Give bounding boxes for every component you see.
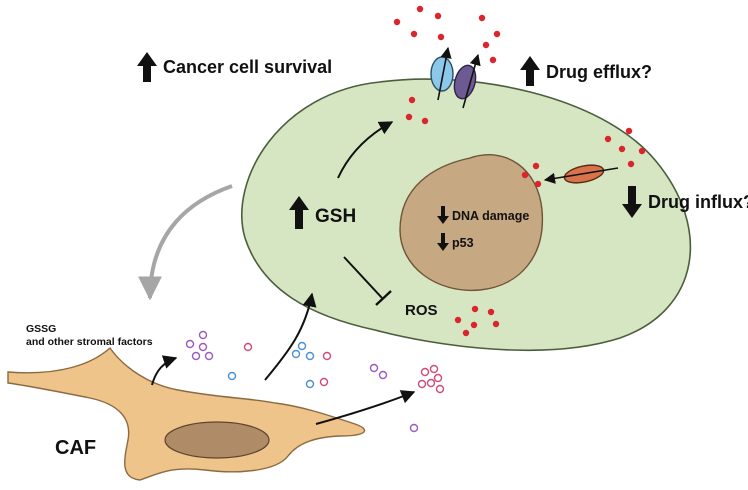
down-arrow-icon	[437, 233, 449, 251]
gssg-dots	[185, 330, 253, 381]
efflux-pump-icon	[430, 46, 481, 109]
gsh-inhibits-ros-line	[343, 256, 383, 299]
up-arrow-icon	[289, 196, 309, 229]
drug-dots	[393, 5, 646, 337]
p53-label: p53	[452, 236, 474, 250]
stromal-factors-label: and other stromal factors	[26, 336, 153, 348]
dna-damage-label: DNA damage	[452, 209, 530, 223]
ros-label: ROS	[405, 302, 438, 319]
gsh-label: GSH	[315, 206, 357, 227]
caf-to-gssg-arrow	[151, 355, 178, 386]
gssg-label: GSSG	[26, 323, 57, 335]
caf-label: CAF	[55, 437, 97, 459]
caf-cell	[7, 346, 366, 481]
caf-nucleus	[164, 421, 270, 459]
drug-efflux-label: Drug efflux?	[546, 62, 652, 82]
caf-to-factors-arrow	[315, 390, 416, 425]
stromal-factor-dots	[291, 341, 445, 433]
drug-influx-label: Drug influx?	[648, 192, 748, 212]
down-arrow-icon	[437, 206, 449, 224]
nucleus	[399, 154, 544, 292]
cancer-cell-survival-label: Cancer cell survival	[163, 57, 333, 77]
down-arrow-icon	[622, 186, 642, 218]
up-arrow-icon	[520, 56, 540, 86]
up-arrow-icon	[137, 52, 157, 82]
inhibition-bar	[375, 290, 392, 306]
gsh-to-efflux-arrow	[337, 121, 394, 179]
caf-to-cell-arrow	[264, 292, 317, 381]
gray-curved-arrow	[138, 184, 233, 301]
influx-channel-icon	[543, 164, 619, 184]
